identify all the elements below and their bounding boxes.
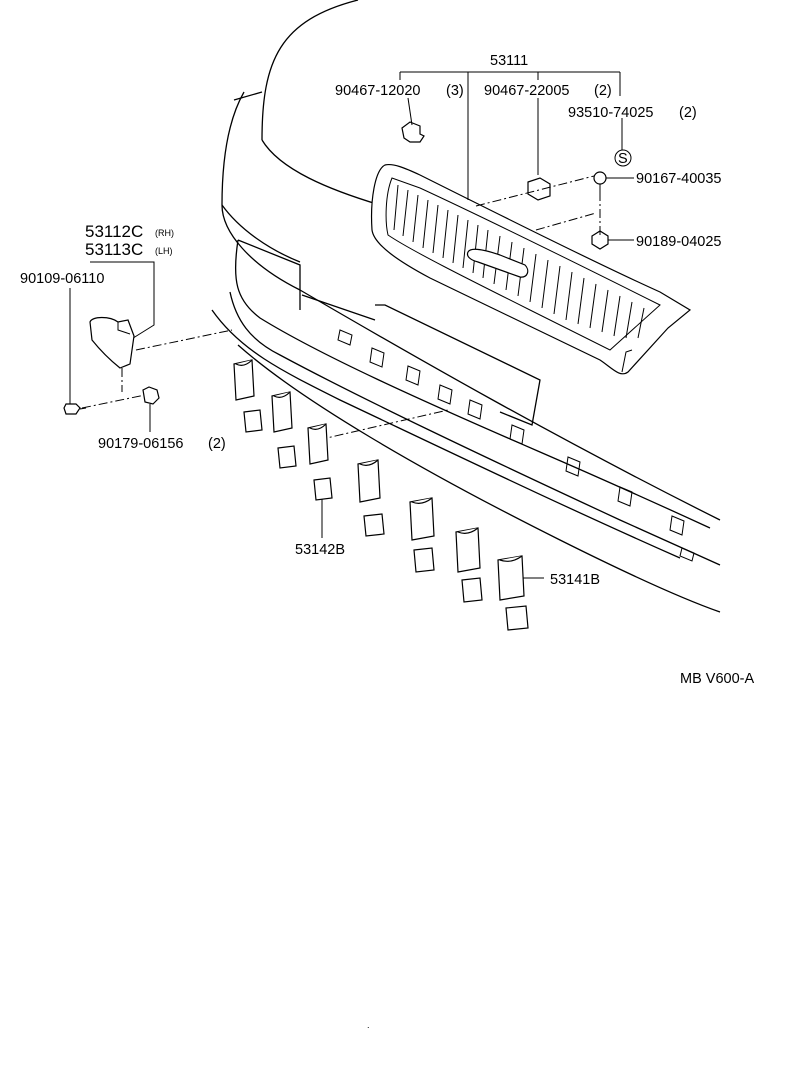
label-retainer-small: 53142B xyxy=(295,542,345,558)
bracket-screw xyxy=(63,403,87,415)
label-clip-right: 90467-22005 xyxy=(484,83,569,99)
label-bracket-rh-suffix: (RH) xyxy=(155,228,174,238)
label-emblem-qty: (2) xyxy=(679,105,697,121)
label-bracket-lh-suffix: (LH) xyxy=(155,246,173,256)
emblem-symbol-circle xyxy=(614,149,632,167)
label-bracket-lh: 53113C xyxy=(85,240,143,259)
label-clip-right-qty: (2) xyxy=(594,83,612,99)
bracket-nut xyxy=(142,386,160,405)
label-bracket-rh: 53112C xyxy=(85,222,143,241)
label-bracket-nut-qty: (2) xyxy=(208,436,226,452)
label-grille-assembly: 53111 xyxy=(490,53,528,69)
retainers xyxy=(233,359,529,631)
leader-lines xyxy=(69,71,634,579)
callout-labels: 53111 90467-12020 (3) 90467-22005 (2) 93… xyxy=(20,53,754,687)
label-clip-left-qty: (3) xyxy=(446,83,464,99)
label-bracket-screw: 90109-06110 xyxy=(20,271,104,287)
label-emblem-part: 93510-74025 xyxy=(568,105,653,121)
emblem-symbol: S xyxy=(618,151,628,167)
scan-speck: . xyxy=(367,1020,370,1030)
bumper-outline xyxy=(211,0,721,613)
grille-bracket xyxy=(89,316,135,369)
grille-clip-left xyxy=(401,121,425,143)
label-screw-right: 90167-40035 xyxy=(636,171,721,187)
radiator-grille xyxy=(370,163,692,375)
label-bracket-nut: 90179-06156 xyxy=(98,436,183,452)
label-clip-left: 90467-12020 xyxy=(335,83,420,99)
grille-clip-right xyxy=(527,177,551,201)
diagram-code: MB V600-A xyxy=(680,671,754,687)
label-retainer-large: 53141B xyxy=(550,572,600,588)
assembly-lines xyxy=(81,175,601,441)
label-nut-right: 90189-04025 xyxy=(636,234,721,250)
